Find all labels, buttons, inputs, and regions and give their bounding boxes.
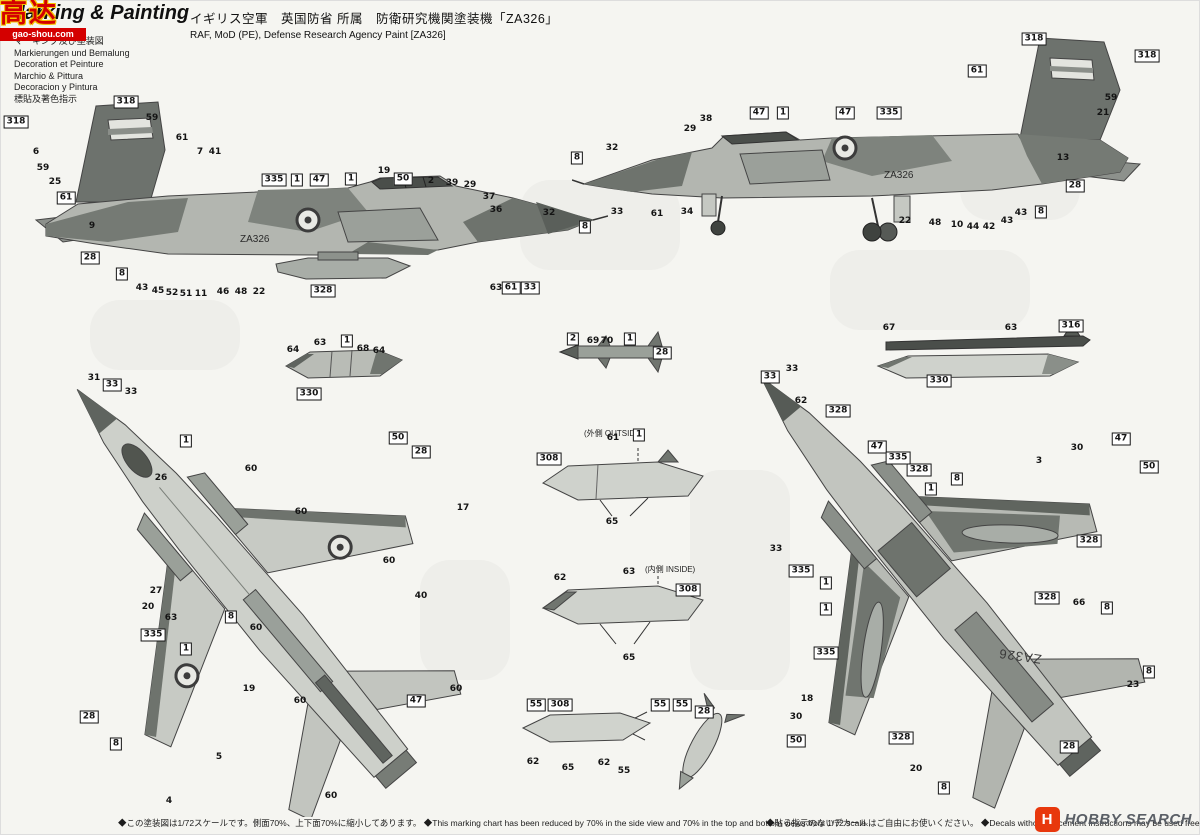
subtitle-it: Marchio & Pittura [14,70,84,81]
intake [820,500,878,570]
gear-door [701,193,717,217]
subtitle-zh: 標貼及著色指示 [14,93,78,104]
multilingual-subtitles: マーキング及び塗装図 Markierungen und Bemalung Dec… [14,36,130,105]
radome [77,389,118,434]
bottom-view: ZA326 [760,376,1146,809]
boom [885,335,1091,351]
pitot-probe [572,179,585,185]
watermark-text: 高达 [0,0,58,28]
serial-number-underwing: ZA326 [997,646,1042,667]
pitot-probe [592,215,608,221]
wing-tank [860,601,884,698]
scheme-caption-en: RAF, MoD (PE), Defense Research Agency P… [190,30,446,41]
decal-note-jp: ◆貼る指示のないデカールはご自由にお使いください。 [766,818,979,828]
scale-note-jp: ◆この塗装図は1/72スケールです。側面70%、上下面70%に縮小してあります。 [118,818,422,828]
hobby-search-logo: H HOBBY SEARCH [1034,807,1192,832]
missile [558,330,669,374]
outside-label: (外側 OUTSIDE) [584,429,644,438]
decal-note: ◆貼る指示のないデカールはご自由にお使いください。 ◆Decals withou… [766,817,1200,829]
bomb [678,692,745,790]
page-title: Marking & Painting [8,2,190,24]
intake [337,207,439,243]
inside-label: (内側 INSIDE) [645,565,696,574]
serial-number: ZA326 [884,170,914,181]
stores [521,692,745,790]
wing-tank [961,524,1059,544]
gear-door [893,195,911,223]
serial-number: ZA326 [240,234,270,245]
main-wheel [878,222,898,242]
tail-fin [1019,37,1121,141]
gear-bay [877,521,951,598]
subtitle-de: Markierungen und Bemalung [14,47,130,58]
exhaust [374,749,418,790]
drop-tank [521,712,652,743]
side-view-left: ZA326 [34,101,608,280]
subtitle-fr: Decoration et Peinture [14,59,104,69]
watermark-site: gao-shou.com [0,28,86,41]
radome [761,377,802,422]
scale-note-en: ◆This marking chart has been reduced by … [423,818,869,828]
subtitle-es: Decoracion y Pintura [14,82,98,92]
pylon-outside [542,461,704,501]
drop-tank [275,257,412,280]
bleed-through-blob [90,300,240,370]
tail-fin [75,101,166,203]
watermark-logo: 高达 gao-shou.com [0,0,92,41]
canopy [121,443,153,478]
scale-note: ◆この塗装図は1/72スケールです。側面70%、上下面70%に縮小してあります。… [118,817,868,829]
intake [186,472,249,536]
pylon-inside [542,585,704,625]
pylon-profiles [541,448,704,645]
top-view [76,388,462,817]
boom-and-pod [876,323,1091,379]
main-wheel [862,222,882,242]
intake [739,149,831,185]
hobby-search-icon: H [1034,807,1060,832]
side-view-right: ZA326 [572,37,1142,242]
decal-note-en: ◆Decals without placement instructions m… [980,818,1200,828]
subtitle-jp: マーキング及び塗装図 [14,36,104,46]
nose-wheel [710,220,726,236]
scheme-caption-jp: イギリス空軍 英国防省 所属 防衛研究機関塗装機「ZA326」 [190,12,559,26]
sensor-pod [284,349,404,379]
intake [136,512,194,582]
intake [870,460,933,524]
fin-top [314,674,393,764]
canopy [720,131,800,145]
scheme-caption: イギリス空軍 英国防省 所属 防衛研究機関塗装機「ZA326」 RAF, MoD… [190,8,558,41]
hobby-search-text: HOBBY SEARCH [1064,811,1192,828]
